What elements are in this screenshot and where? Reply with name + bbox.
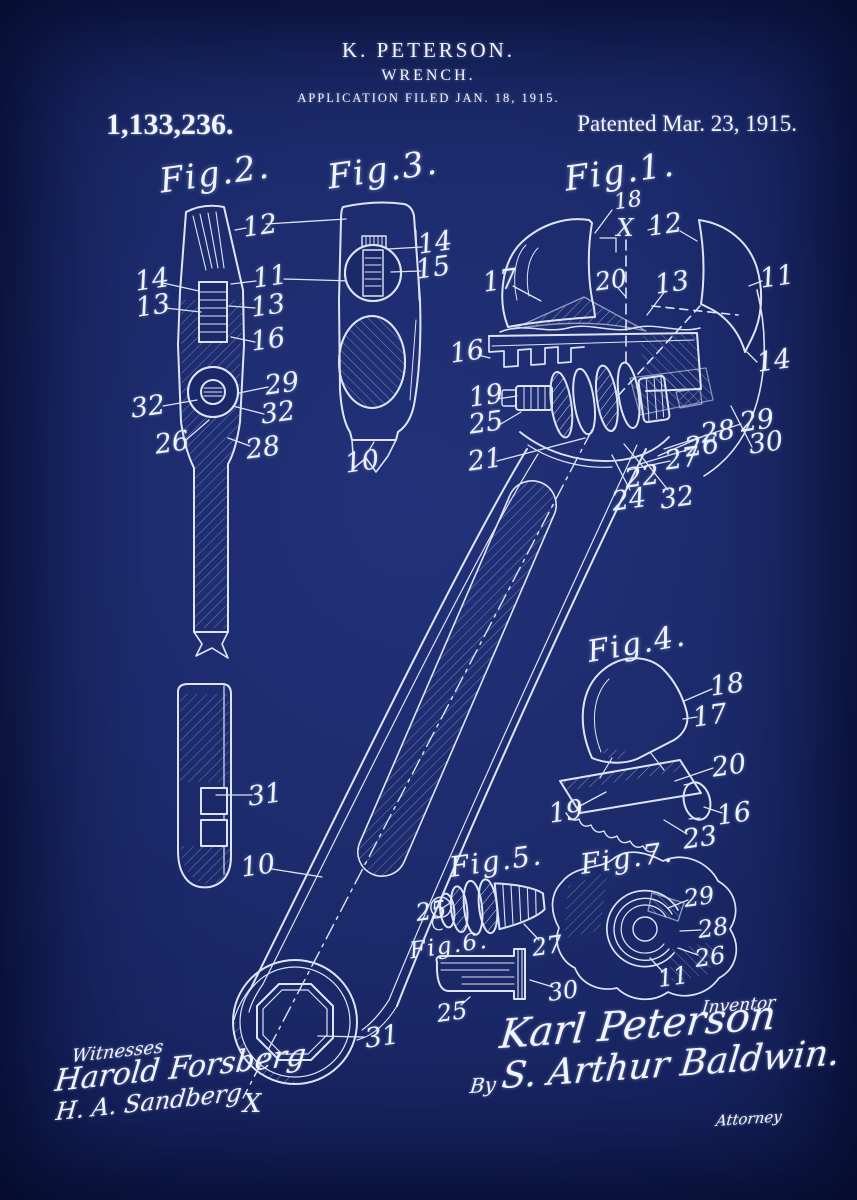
fig6-drawing (435, 948, 554, 1006)
part-label-26: 26 (152, 425, 192, 461)
part-label-10: 10 (342, 444, 382, 480)
part-label-13: 13 (133, 288, 173, 324)
fig1-drawing (232, 209, 766, 1099)
patent-title: WRENCH. (381, 67, 476, 84)
part-label-19: 19 (546, 794, 586, 830)
part-label-16: 16 (447, 334, 487, 370)
part-label-16: 16 (714, 796, 754, 832)
part-label-20: 20 (709, 748, 749, 784)
part-label-11: 11 (757, 259, 797, 295)
part-label-16: 16 (248, 322, 288, 358)
patent-inventor-line: K. PETERSON. (341, 38, 516, 62)
part-label-23: 23 (680, 820, 720, 856)
part-label-28: 28 (695, 912, 731, 944)
part-label-25: 25 (413, 895, 449, 927)
part-label-29: 29 (681, 881, 717, 913)
part-label-17: 17 (690, 698, 730, 734)
fig3-drawing (338, 201, 423, 473)
part-label-27: 27 (529, 930, 565, 962)
part-label-25: 25 (434, 996, 470, 1028)
part-label-10: 10 (238, 848, 278, 884)
part-label-31: 31 (362, 1019, 402, 1055)
part-label-28: 28 (243, 430, 283, 466)
patent-date: Patented Mar. 23, 1915. (577, 111, 797, 136)
part-label-30: 30 (746, 425, 786, 461)
part-label-25: 25 (466, 405, 506, 441)
fig7-drawing (551, 851, 738, 1001)
fig4-drawing (559, 657, 723, 853)
part-label-20: 20 (593, 263, 629, 297)
part-label-x: X (616, 214, 634, 242)
part-label-32: 32 (657, 480, 697, 516)
part-label-12: 12 (240, 208, 280, 244)
part-label-15: 15 (413, 250, 453, 286)
part-label-17: 17 (480, 263, 520, 299)
fig2-drawing (162, 204, 353, 889)
application-line: APPLICATION FILED JAN. 18, 1915. (297, 91, 560, 105)
part-label-31: 31 (245, 777, 285, 813)
patent-number: 1,133,236. (106, 108, 234, 141)
part-label-x: X (242, 1089, 262, 1119)
by-label: By (468, 1072, 498, 1099)
part-label-21: 21 (465, 442, 505, 478)
part-label-13: 13 (652, 265, 692, 301)
part-label-32: 32 (258, 395, 298, 431)
part-label-14: 14 (754, 343, 794, 379)
fig5-leaders (440, 902, 540, 941)
part-label-18: 18 (612, 186, 644, 216)
fig5-drawing (430, 878, 546, 936)
part-label-13: 13 (248, 288, 288, 324)
part-label-24: 24 (609, 482, 649, 518)
part-label-12: 12 (645, 207, 685, 243)
part-label-32: 32 (128, 389, 168, 425)
part-label-18: 18 (707, 667, 747, 703)
part-label-26: 26 (692, 941, 728, 973)
part-label-30: 30 (545, 975, 581, 1007)
part-label-11: 11 (655, 961, 691, 993)
part-label-27: 27 (662, 441, 702, 477)
